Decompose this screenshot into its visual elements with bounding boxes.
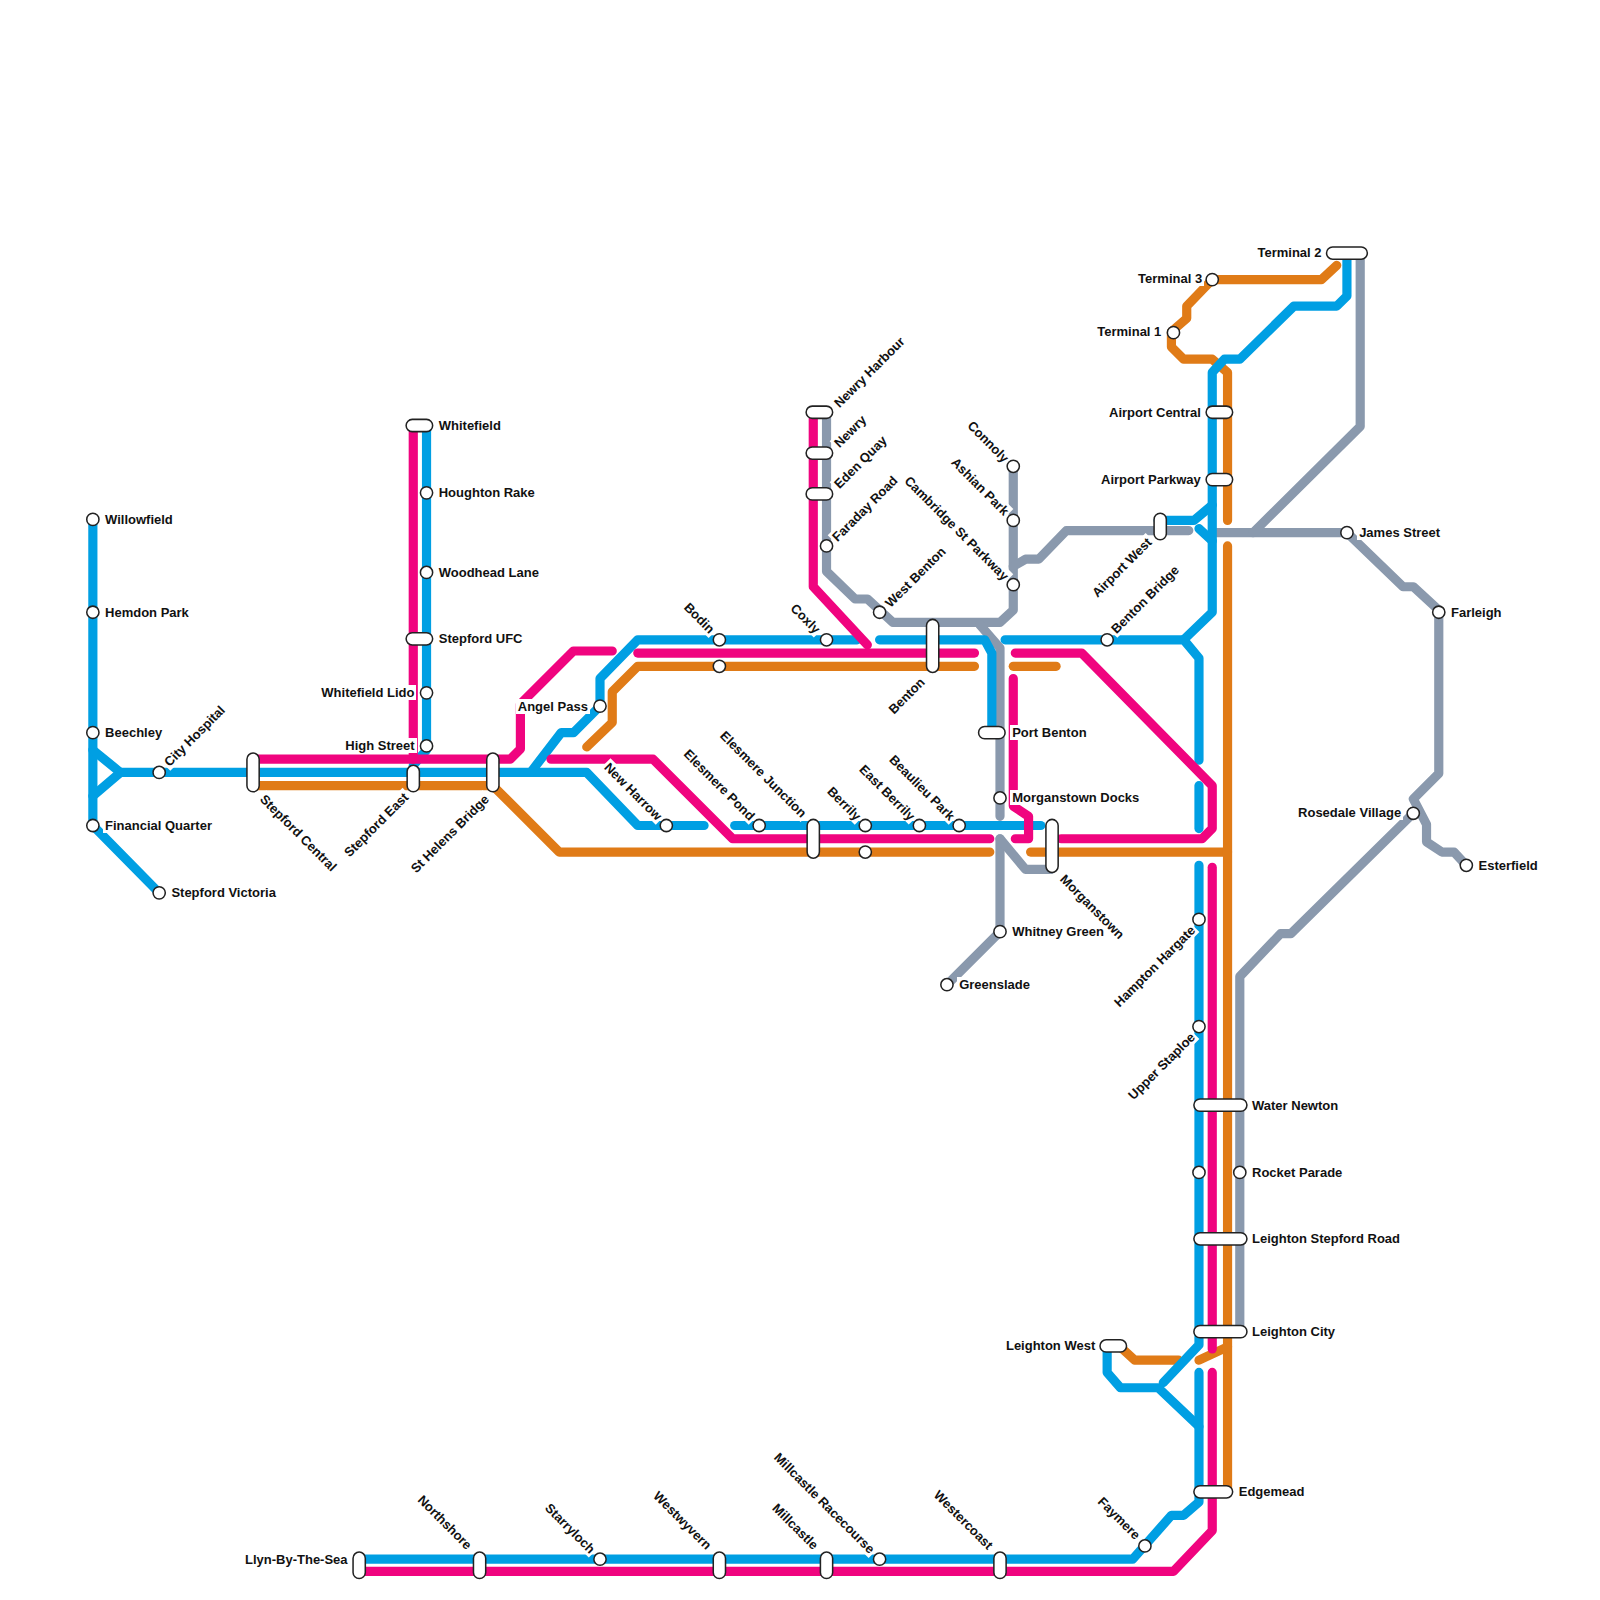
station-label: Angel Pass bbox=[516, 699, 590, 714]
station-label: James Street bbox=[1357, 525, 1442, 540]
station-label: Water Newton bbox=[1250, 1098, 1340, 1113]
station-label: Morganstown Docks bbox=[1010, 790, 1141, 805]
station-label: Starryloch bbox=[541, 1498, 600, 1557]
station-label: Millcastle Racecourse bbox=[770, 1448, 880, 1558]
station-label: Port Benton bbox=[1010, 725, 1088, 740]
station-label: West Benton bbox=[880, 542, 949, 611]
station-label: Rosedale Village bbox=[1296, 805, 1403, 820]
station-label: Esterfield bbox=[1477, 858, 1540, 873]
station-label: Greenslade bbox=[957, 977, 1032, 992]
station-label: Faymere bbox=[1093, 1493, 1144, 1544]
station-label: Whitney Green bbox=[1010, 924, 1106, 939]
station-label: Coxly bbox=[787, 599, 825, 637]
station-label: Stepford Victoria bbox=[169, 885, 278, 900]
station-label: High Street bbox=[343, 738, 416, 753]
station-label: Whitefield bbox=[437, 418, 503, 433]
station-label: Connoly bbox=[963, 416, 1013, 466]
station-label: Whitefield Lido bbox=[319, 685, 416, 700]
station-label: Elesmere Junction bbox=[716, 726, 811, 821]
station-label: Northshore bbox=[414, 1491, 477, 1554]
station-label: Llyn-By-The-Sea bbox=[243, 1552, 350, 1567]
station-label: Houghton Rake bbox=[437, 485, 537, 500]
station-label: Stepford UFC bbox=[437, 631, 525, 646]
station-label: Stepford Central bbox=[256, 791, 341, 876]
pink-line bbox=[253, 412, 1212, 1571]
station-label: Newry Harbour bbox=[829, 332, 908, 411]
station-label: Beechley bbox=[103, 725, 164, 740]
station-label: Leighton West bbox=[1004, 1338, 1097, 1353]
station-label: Rocket Parade bbox=[1250, 1165, 1344, 1180]
station-label: Westwyvern bbox=[649, 1487, 716, 1554]
station-label: Hemdon Park bbox=[103, 605, 191, 620]
station-label: Berrily bbox=[823, 782, 866, 825]
station-label: Benton bbox=[884, 673, 929, 718]
station-label: Willowfield bbox=[103, 512, 175, 527]
station-label: Terminal 2 bbox=[1255, 245, 1323, 260]
orange-line bbox=[253, 265, 1337, 1489]
station-label: Financial Quarter bbox=[103, 818, 214, 833]
station-label: Terminal 1 bbox=[1095, 324, 1163, 339]
station-label: Leighton Stepford Road bbox=[1250, 1231, 1402, 1246]
station-label: Farleigh bbox=[1449, 605, 1504, 620]
station-label: St Helens Bridge bbox=[406, 791, 493, 878]
station-label: Terminal 3 bbox=[1136, 271, 1204, 286]
station-label: Beaulieu Park bbox=[885, 750, 959, 824]
station-label: Upper Staploe bbox=[1124, 1028, 1200, 1104]
station-label: Stepford East bbox=[340, 789, 413, 862]
station-markers bbox=[87, 247, 1473, 1579]
station-label: Bodin bbox=[680, 598, 719, 637]
grey-line bbox=[827, 253, 1467, 1332]
station-label: Millcastle bbox=[768, 1499, 823, 1554]
station-label: Airport Central bbox=[1107, 405, 1203, 420]
station-label: Leighton City bbox=[1250, 1324, 1337, 1339]
station-label: Woodhead Lane bbox=[437, 565, 541, 580]
station-label: Edgemead bbox=[1237, 1484, 1307, 1499]
station-label: Westercoast bbox=[929, 1486, 997, 1554]
blue-line bbox=[93, 253, 1347, 1559]
station-label: Airport Parkway bbox=[1099, 472, 1203, 487]
station-label: City Hospital bbox=[160, 701, 230, 771]
